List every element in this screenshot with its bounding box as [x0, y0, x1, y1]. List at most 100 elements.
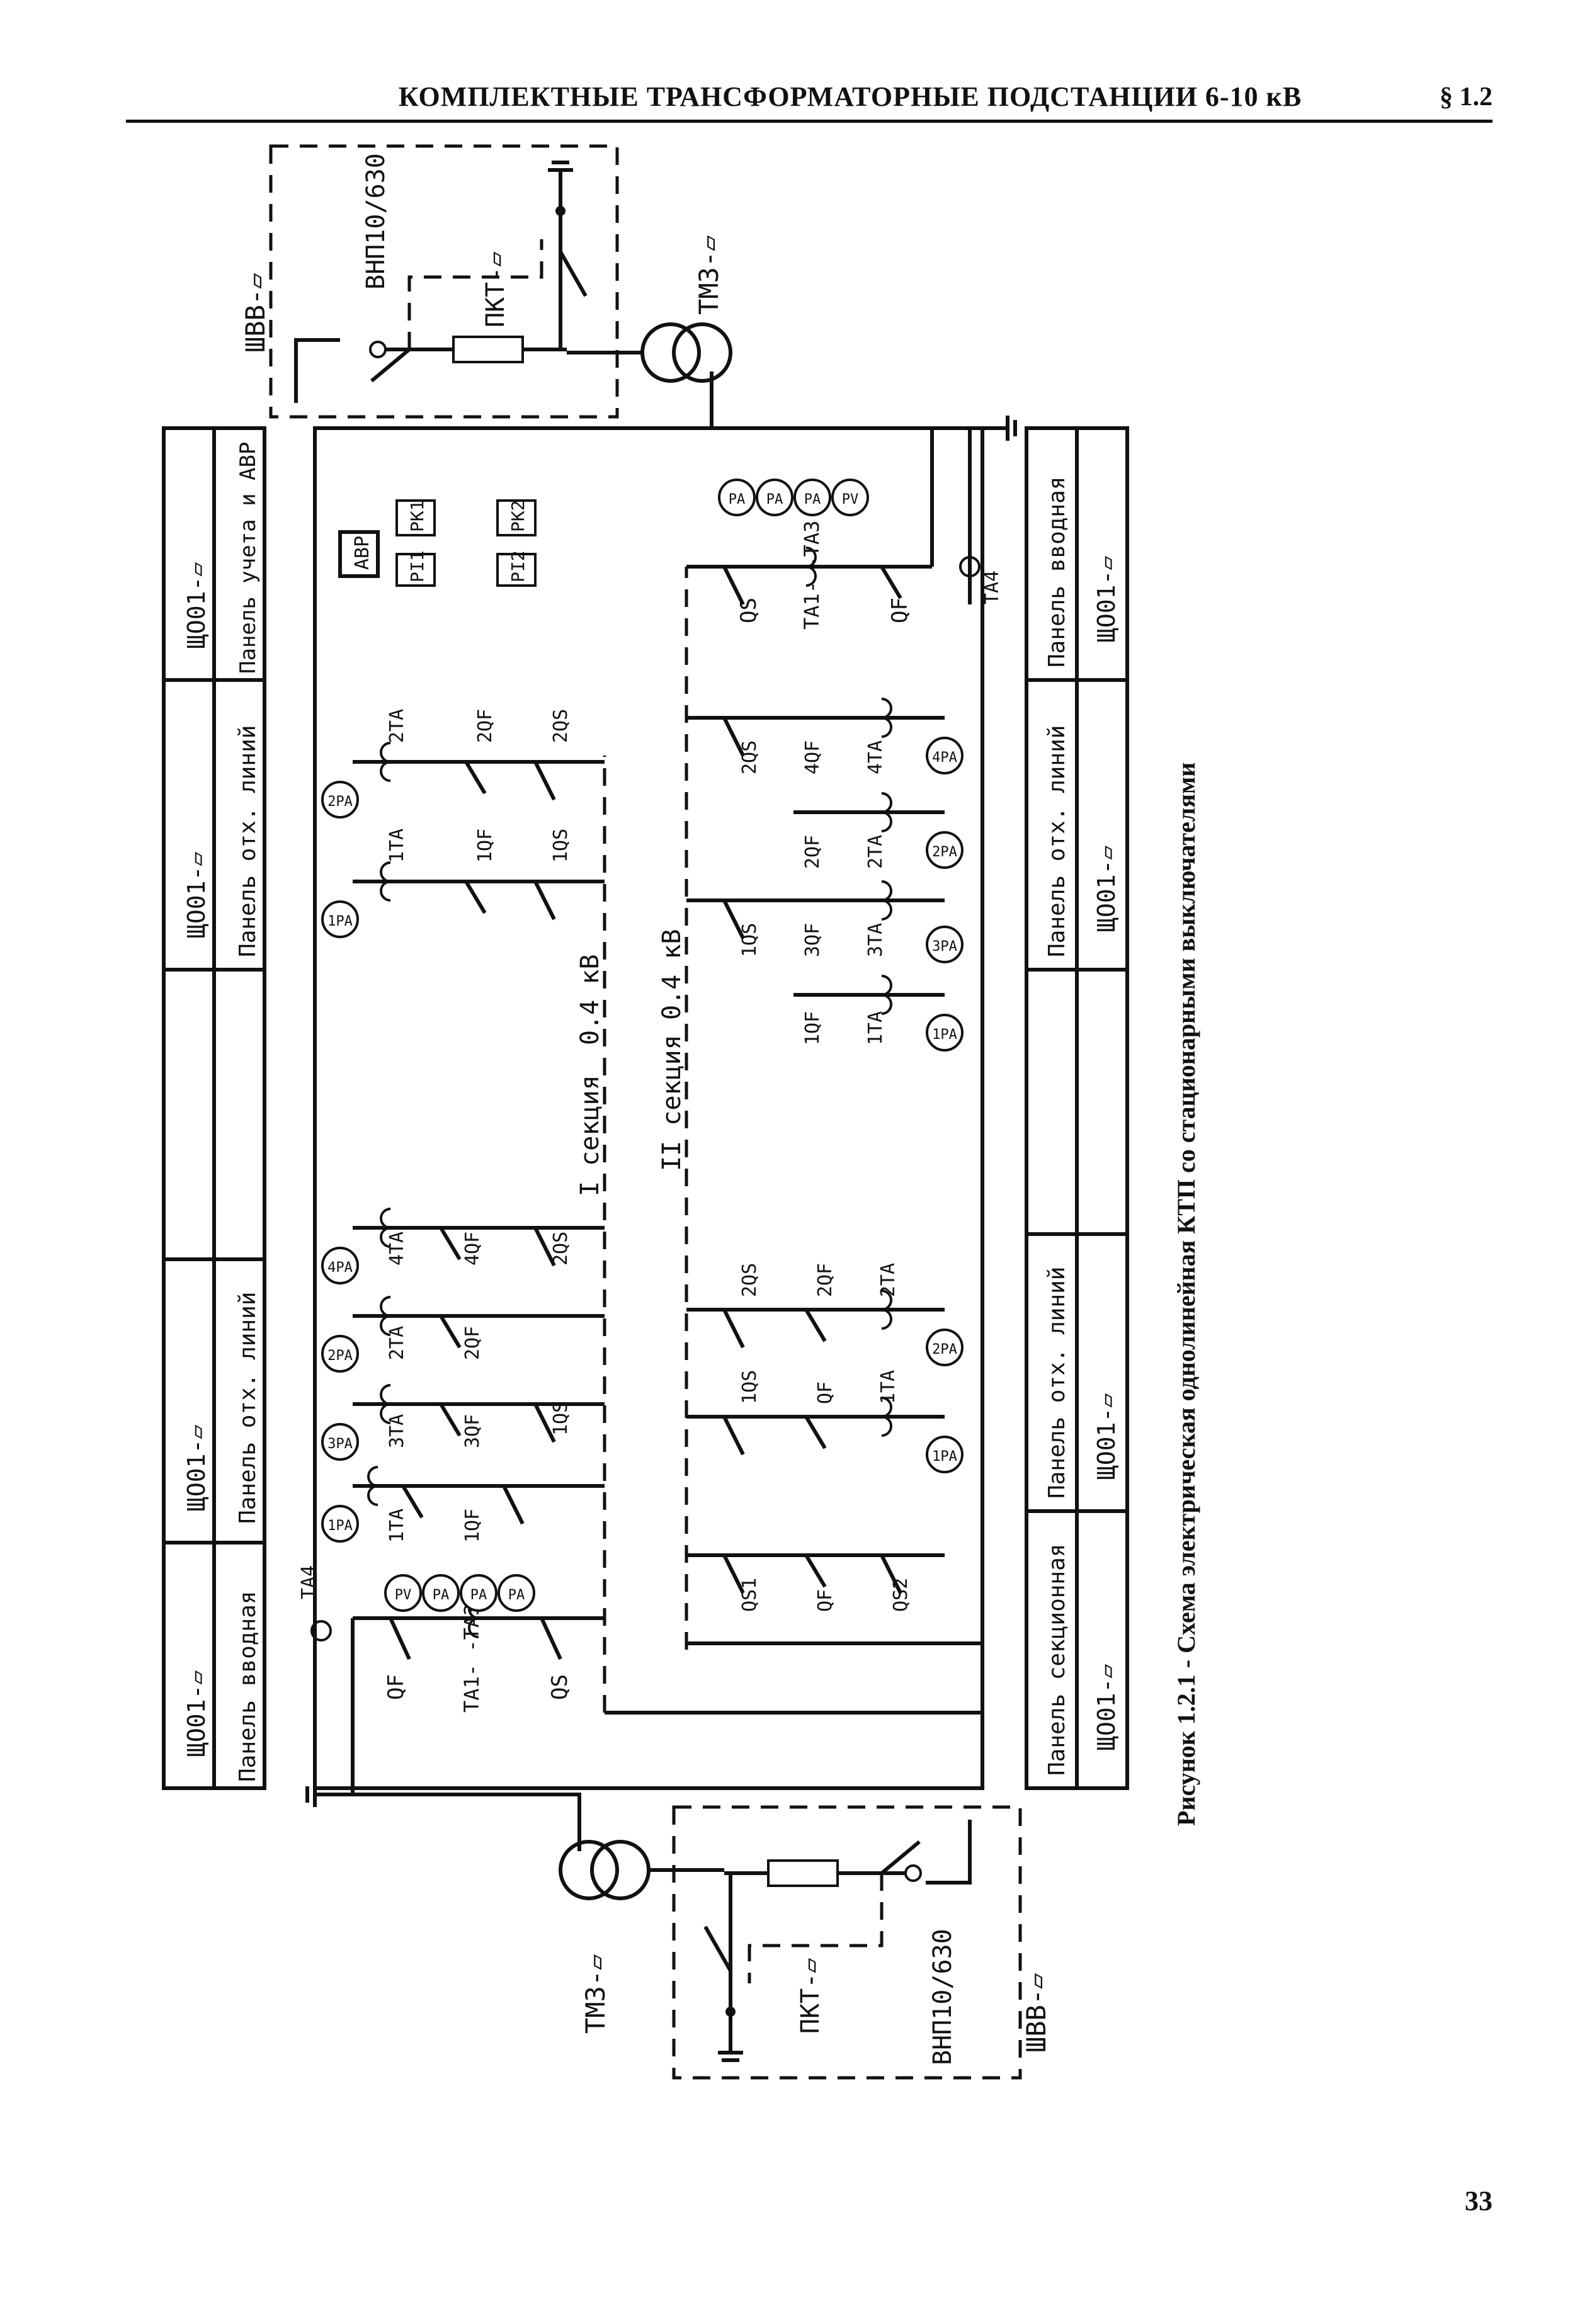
feeder-r-2qf-label: 2QF: [802, 835, 824, 869]
bottom-transformer-output: [351, 1618, 581, 1851]
bottom-cabinet-label: ШВВ-▱: [1021, 1973, 1052, 2053]
right-panel-3-name: Панель отх. линий: [1044, 725, 1070, 957]
incomer-1-pv-label: PV: [395, 1587, 412, 1603]
feeder-u1pa-meter: [321, 900, 359, 938]
pi2-label: PI2: [508, 550, 528, 582]
feeder-r-l2pa-label: 2PA: [932, 1342, 957, 1358]
top-fuse: [452, 336, 524, 363]
avr-label: АВР: [351, 536, 373, 570]
section-1-label: I секция: [576, 1075, 605, 1196]
feeder-4qf-label: 4QF: [462, 1232, 484, 1266]
feeder-3pa-meter: [321, 1423, 359, 1461]
incomer-2-pv: [831, 479, 869, 516]
feeder-1qf-label: 1QF: [462, 1509, 484, 1543]
feeder-r-2pa-meter: [926, 831, 964, 869]
feeder-r-1pa-label: 1PA: [932, 1027, 957, 1043]
feeder-r-2qs-label: 2QS: [739, 740, 761, 774]
top-transformer-label: ТМЗ-▱: [693, 235, 724, 315]
feeder-2pa-label: 2PA: [327, 1348, 353, 1364]
feeder-r-l1-qf: [804, 1415, 827, 1449]
right-panel-1-name: Панель секционная: [1044, 1544, 1070, 1776]
right-panel-2-code: ЩО01-▱: [1093, 1393, 1120, 1480]
incomer-2-ta-label: TA1- -TA3: [800, 521, 824, 630]
feeder-r-l2ta-label: 2TA: [877, 1263, 899, 1297]
top-switch-contact: [369, 341, 387, 358]
incomer-2-pv-label: PV: [842, 492, 859, 507]
sectional-qs1-label: QS1: [739, 1578, 761, 1612]
feeder-r-l1qs-label: 1QS: [739, 1370, 761, 1404]
feeder-u2-qs: [533, 761, 556, 801]
top-transformer-winding-2: [672, 322, 732, 383]
feeder-3pa-label: 3PA: [327, 1436, 353, 1452]
right-panel-1-code: ЩО01-▱: [1093, 1664, 1120, 1750]
top-hv-unit-frame: [269, 144, 619, 419]
pi1-label: PI1: [407, 550, 428, 582]
feeder-3qf-label: 3QF: [462, 1414, 484, 1448]
left-panel-4-code: ЩО01-▱: [183, 562, 210, 649]
feeder-r-1qs: [722, 899, 745, 939]
incomer-2-pa-a-label: PA: [729, 492, 746, 507]
feeder-4pa-label: 4PA: [327, 1260, 353, 1276]
incomer-section-2: QS TA1- -TA3 QF TA4 PA PA PA PV: [686, 428, 1003, 630]
feeder-1-qs: [502, 1485, 525, 1525]
feeder-r-1qs-label: 1QS: [739, 923, 761, 957]
incomer-1-qs: [540, 1617, 562, 1660]
bottom-earth-switch: [703, 1925, 732, 1972]
feeder-u1pa-label: 1PA: [327, 914, 353, 929]
feeder-u2-qf: [464, 761, 487, 795]
top-switch-label: ВНП10/630: [361, 153, 390, 290]
feeder-u2qs-label: 2QS: [550, 709, 572, 743]
feeder-r-l2qf-label: 2QF: [814, 1263, 836, 1297]
incomer-2-ta4: [959, 556, 981, 577]
incomer-1-pa-b: [460, 1574, 498, 1612]
feeder-r-l1qf-label: QF: [814, 1381, 836, 1404]
feeder-r-4ta-label: 4TA: [865, 740, 887, 774]
right-panel-3-code: ЩО01-▱: [1093, 846, 1120, 932]
left-panel-2-code: ЩО01-▱: [183, 1425, 210, 1511]
feeder-r-l1pa-meter: [926, 1436, 964, 1473]
feeder-r-2pa-label: 2PA: [932, 844, 957, 860]
bottom-transformer-winding-2: [559, 1840, 619, 1900]
feeder-r-3ta-label: 3TA: [865, 923, 887, 957]
top-cabinet-link: [294, 338, 340, 403]
feeder-r-2qs: [722, 717, 745, 757]
incomer-2-pa-a: [718, 479, 756, 516]
incomer-2-pa-b: [756, 479, 793, 516]
top-transformer-winding-1: [640, 322, 701, 383]
feeder-r-l2pa-meter: [926, 1329, 964, 1366]
feeder-1ta-label: 1TA: [386, 1509, 408, 1543]
incomer-1-pa-a: [422, 1574, 460, 1612]
feeder-2-qf: [439, 1315, 462, 1349]
switchgear-frame: [313, 426, 984, 1790]
feeder-1pa-label: 1PA: [327, 1518, 353, 1534]
top-hv-unit: ШВВ-▱ ВНП10/630 ПКТ-▱ ТМЗ-▱: [240, 144, 1017, 604]
top-switch-lever: [370, 348, 411, 383]
sectional-qs2-label: QS2: [890, 1578, 912, 1612]
feeder-r-l1-qs: [722, 1415, 745, 1456]
header-rule: [126, 120, 1492, 123]
bottom-transformer-winding-1: [590, 1840, 651, 1900]
feeder-2pa-meter: [321, 1335, 359, 1373]
feeder-2ta-label: 2TA: [386, 1326, 408, 1360]
pk1-label: PK1: [407, 500, 428, 532]
feeder-3-qf: [439, 1403, 462, 1437]
feeder-r-l1ta-label: 1TA: [877, 1370, 899, 1404]
pi1-box: [395, 553, 436, 587]
feeder-r-l1pa-label: 1PA: [932, 1449, 957, 1465]
bottom-switch-label: ВНП10/630: [928, 1929, 957, 2065]
incomer-1-ta-label: TA1- -TA3: [460, 1604, 484, 1713]
bottom-switch-lever: [880, 1840, 921, 1875]
feeder-4pa-meter: [321, 1247, 359, 1284]
top-fuse-label: ПКТ-▱: [481, 252, 510, 327]
incomer-2-pa-c: [793, 479, 831, 516]
incomer-2-qs: [722, 565, 745, 606]
page-header-title: КОМПЛЕКТНЫЕ ТРАНСФОРМАТОРНЫЕ ПОДСТАНЦИИ …: [398, 81, 1302, 112]
incomer-1-pa-c: [498, 1574, 535, 1612]
right-panel-2-name: Панель отх. линий: [1044, 1267, 1070, 1499]
incomer-section-1: QF TA1- -TA3 QS TA4 PV PA PA PA: [298, 1565, 605, 1713]
feeder-r-1qf-label: 1QF: [802, 1011, 824, 1045]
incomer-1-qf-label: QF: [384, 1674, 409, 1700]
sectional-qf-label: QF: [814, 1589, 836, 1612]
top-earth-switch: [559, 251, 588, 297]
incomer-2-qf: [880, 565, 902, 599]
